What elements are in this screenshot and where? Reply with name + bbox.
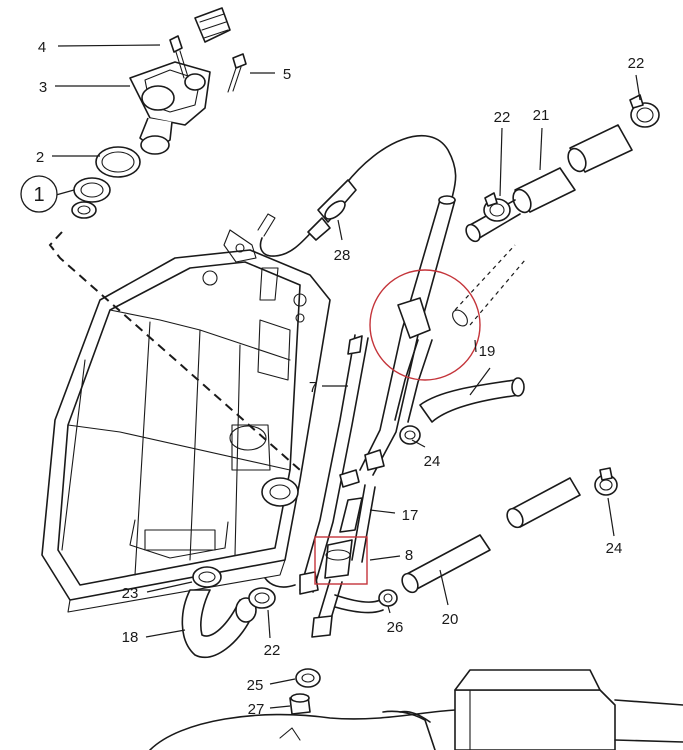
callout-24-b: 24	[606, 540, 623, 557]
callout-5: 5	[283, 66, 291, 83]
thermostat-1	[71, 177, 111, 219]
callout-7: 7	[309, 379, 317, 396]
clamp-22-top	[629, 94, 660, 128]
hose-20	[401, 477, 581, 594]
callout-24-a: 24	[424, 453, 441, 470]
callout-3: 3	[39, 79, 47, 96]
callout-22-a: 22	[628, 55, 645, 72]
highlight-circle	[369, 269, 481, 381]
callout-8: 8	[405, 547, 413, 564]
clamp-23	[192, 566, 222, 588]
coolant-pipe-7	[264, 195, 456, 595]
callout-23: 23	[122, 585, 139, 602]
callout-1: 1	[33, 184, 44, 206]
bolt-4	[169, 35, 189, 79]
assembly-line	[48, 231, 301, 471]
hose-19	[419, 377, 525, 423]
callout-25: 25	[247, 677, 264, 694]
callout-19: 19	[479, 343, 496, 360]
highlight-box	[314, 536, 368, 585]
callout-4: 4	[38, 39, 46, 56]
callout-18: 18	[122, 629, 139, 646]
bolt-5	[227, 53, 247, 93]
clamp-25	[295, 668, 321, 688]
callout-22-b: 22	[494, 109, 511, 126]
clamp-24-a	[399, 425, 421, 445]
clamp-26	[378, 589, 398, 607]
clamp-22-bottom	[248, 587, 276, 609]
callout-21: 21	[533, 107, 550, 124]
engine-intake	[149, 669, 683, 750]
clamp-24-b	[594, 467, 618, 496]
callout-28: 28	[334, 247, 351, 264]
callout-2: 2	[36, 149, 44, 166]
bleed-hose-28	[259, 134, 457, 257]
hose-21	[465, 124, 633, 243]
clamp-22-mid	[483, 192, 511, 222]
hose-18	[181, 589, 257, 658]
callout-17: 17	[402, 507, 419, 524]
callout-27: 27	[248, 701, 265, 718]
pipe-17	[311, 484, 384, 638]
thermostat-housing	[129, 7, 231, 155]
callout-1-circle	[20, 175, 58, 213]
hose-19-dashed	[452, 244, 526, 327]
seal-ring-2	[95, 146, 141, 178]
leader-lines	[52, 44, 641, 709]
callout-22-c: 22	[264, 642, 281, 659]
callout-26: 26	[387, 619, 404, 636]
callout-20: 20	[442, 611, 459, 628]
radiator-housing	[41, 213, 331, 613]
cap-27	[289, 693, 311, 715]
